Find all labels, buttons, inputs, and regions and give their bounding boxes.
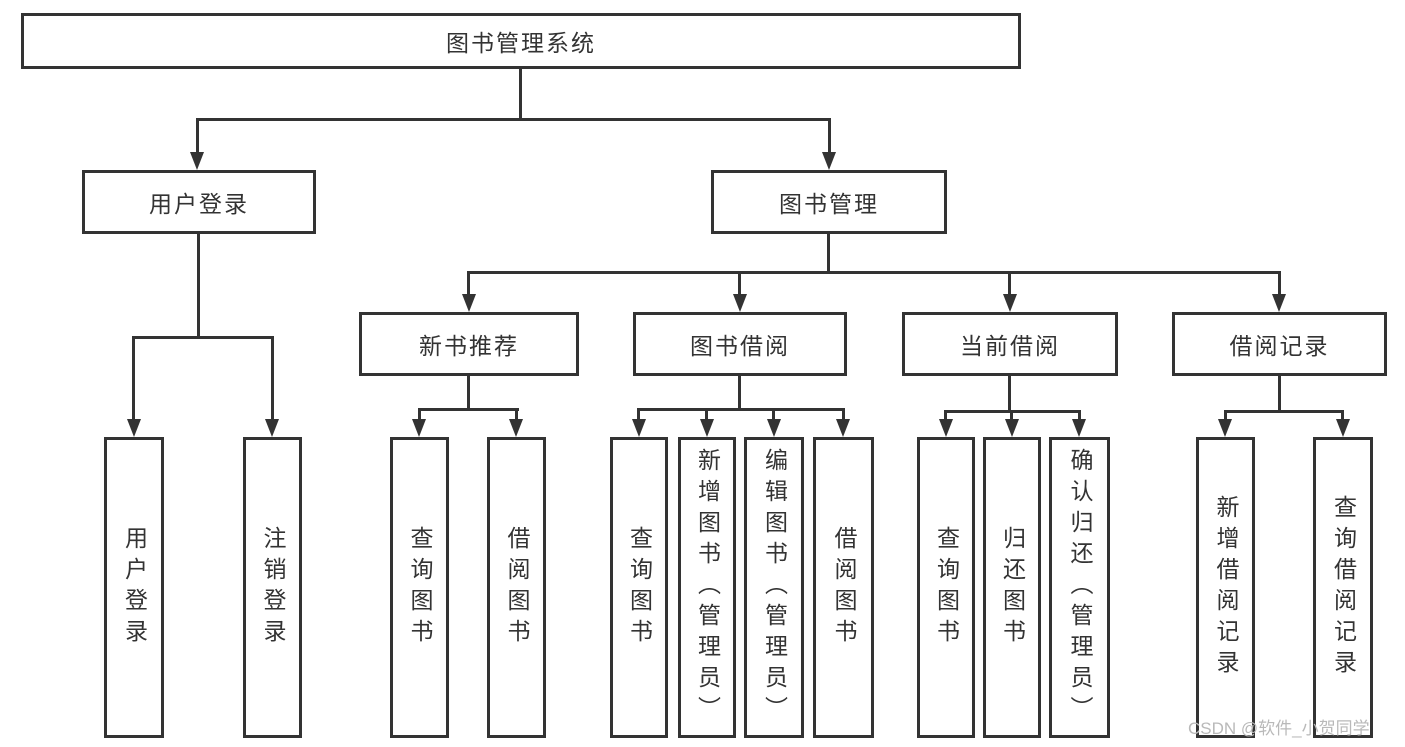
connector-arrowhead [509,419,523,437]
connector-line [738,271,741,296]
connector-arrowhead [265,419,279,437]
connector-line [705,408,708,421]
connector-arrowhead [822,152,836,170]
connector-line [132,336,135,421]
leaf-label: 归还图书 [999,525,1026,650]
leaf-label: 查询图书 [933,525,960,650]
connector-line [196,118,831,121]
connector-arrowhead [632,419,646,437]
connector-arrowhead [733,294,747,312]
node-new-book-recommend: 新书推荐 [359,312,579,376]
connector-line [468,271,1279,274]
leaf-label: 编辑图书（管理员） [761,448,788,727]
connector-line [196,118,199,154]
connector-arrowhead [1003,294,1017,312]
leaf-label: 查询借阅记录 [1330,494,1357,681]
connector-line [1278,376,1281,410]
connector-arrowhead [939,419,953,437]
leaf-label: 用户登录 [121,525,148,650]
connector-arrowhead [1218,419,1232,437]
leaf-label: 新增借阅记录 [1213,494,1239,681]
leaf-label: 借阅图书 [831,525,857,650]
connector-line [1010,410,1013,421]
connector-line [271,336,274,421]
leaf-label: 注销登录 [260,525,286,650]
node-book-borrow: 图书借阅 [633,312,847,376]
leaf-label: 确认归还（管理员） [1067,448,1093,727]
leaf-borrow-books-recommend: 借阅图书 [487,437,546,738]
connector-line [1224,410,1227,421]
connector-line [132,336,273,339]
leaf-user-login: 用户登录 [104,437,164,738]
connector-line [1278,271,1281,296]
connector-arrowhead [700,419,714,437]
connector-line [637,408,640,421]
connector-arrowhead [190,152,204,170]
connector-line [467,376,470,408]
leaf-label: 查询图书 [626,525,653,650]
node-user-login: 用户登录 [82,170,316,234]
leaf-return-books: 归还图书 [983,437,1041,738]
leaf-borrow-books: 借阅图书 [813,437,874,738]
connector-arrowhead [1005,419,1019,437]
leaf-edit-books-admin: 编辑图书（管理员） [744,437,804,738]
connector-line [515,408,518,421]
leaf-confirm-return-admin: 确认归还（管理员） [1049,437,1110,738]
node-root: 图书管理系统 [21,13,1021,69]
leaf-label: 借阅图书 [504,525,530,650]
connector-line [1224,410,1344,413]
node-current-borrow: 当前借阅 [902,312,1118,376]
connector-line [1008,271,1011,296]
leaf-add-books-admin: 新增图书（管理员） [678,437,736,738]
connector-line [418,408,421,421]
connector-arrowhead [127,419,141,437]
csdn-watermark: CSDN @软件_小贺同学 [1188,719,1370,738]
node-book-management: 图书管理 [711,170,947,234]
leaf-add-borrow-record: 新增借阅记录 [1196,437,1255,738]
leaf-label: 查询图书 [407,525,433,650]
connector-arrowhead [462,294,476,312]
connector-arrowhead [1336,419,1350,437]
connector-arrowhead [1072,419,1086,437]
connector-arrowhead [836,419,850,437]
leaf-query-borrow-record: 查询借阅记录 [1313,437,1373,738]
leaf-query-books-recommend: 查询图书 [390,437,449,738]
connector-line [828,118,831,154]
connector-line [418,408,519,411]
connector-line [772,408,775,421]
connector-line [197,233,200,336]
connector-arrowhead [767,419,781,437]
connector-line [1341,410,1344,421]
connector-line [637,408,844,411]
connector-arrowhead [412,419,426,437]
connector-line [1078,410,1081,421]
connector-line [944,410,947,421]
connector-line [842,408,845,421]
connector-line [738,376,741,408]
leaf-query-books-borrow: 查询图书 [610,437,668,738]
leaf-query-books-current: 查询图书 [917,437,975,738]
connector-line [467,271,470,296]
connector-line [827,233,830,271]
node-borrow-records: 借阅记录 [1172,312,1387,376]
connector-arrowhead [1272,294,1286,312]
connector-line [1008,376,1011,410]
connector-line [519,68,522,120]
leaf-label: 新增图书（管理员） [694,448,721,727]
leaf-logout: 注销登录 [243,437,302,738]
